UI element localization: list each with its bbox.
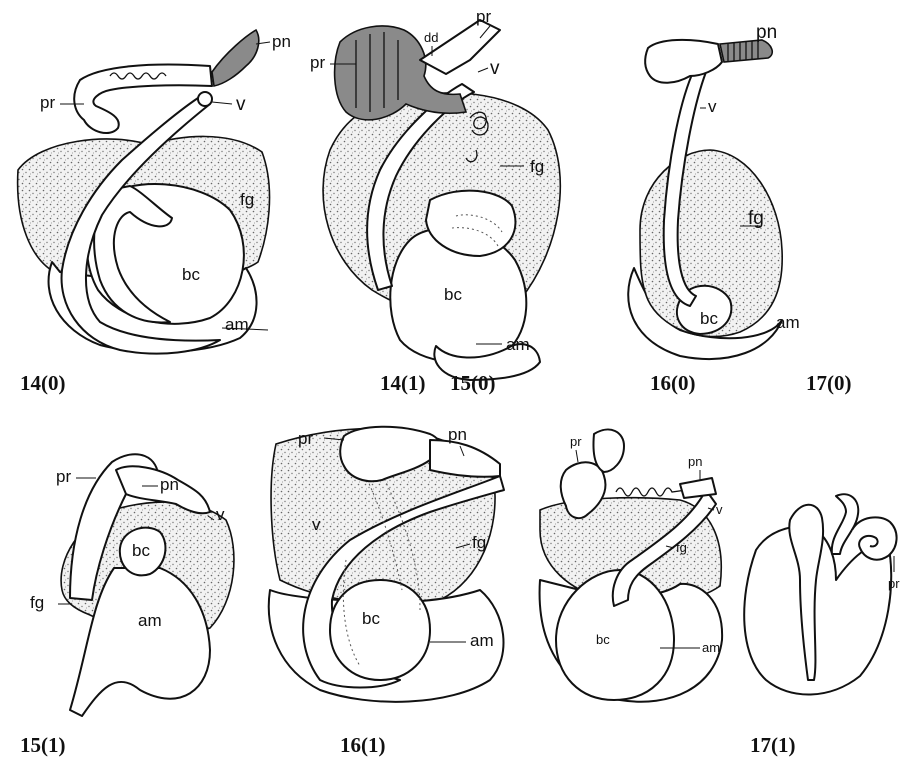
label-v: v [216,505,225,524]
caption-17-1: 17(1) [750,733,796,757]
penis [430,440,500,477]
prostate [645,40,722,83]
penis [680,478,716,498]
prostate-coil-2 [593,430,624,472]
caption-15-1: 15(1) [20,733,66,757]
figure-17-1-left: pr pn v fg bc am [540,430,723,702]
label-pn: pn [756,22,777,43]
tube [832,494,858,554]
leader-pr [576,450,578,462]
caption-16-1: 16(1) [340,733,386,757]
label-fg: fg [30,593,44,612]
label-pr: pr [310,53,325,72]
label-bc: bc [182,265,200,284]
caption-14-0: 14(0) [20,371,66,395]
figure-16-0: pn v fg bc am 16(0) 17(0) [628,22,851,395]
figure-14-0: pn pr v fg bc am 14(0) [18,30,291,395]
label-bc: bc [132,541,150,560]
label-am: am [138,611,162,630]
label-am: am [702,640,720,655]
caption-17-0: 17(0) [806,371,852,395]
label-am: am [506,335,530,354]
label-pn: pn [272,32,291,51]
label-pr: pr [570,434,582,449]
label-am: am [776,313,800,332]
leader-v [478,68,488,72]
label-pn: pn [160,475,179,494]
label-pn: pn [688,454,702,469]
label-pr: pr [298,429,313,448]
label-pr: pr [56,467,71,486]
label-v: v [236,94,246,115]
label-pr: pr [888,576,900,591]
figure-14-1-15-0: pr dd pr v fg bc am 14(1) 15(0) [310,7,560,395]
label-bc: bc [444,285,462,304]
label-fg: fg [240,190,254,209]
label-pr-top: pr [476,7,491,26]
bursa-copulatrix [330,580,430,680]
vas-opening [198,92,212,106]
label-bc: bc [700,309,718,328]
label-dd: dd [424,30,438,45]
label-fg: fg [472,533,486,552]
label-pn: pn [448,425,467,444]
label-v: v [490,58,500,79]
figure-15-1: pr pn v bc fg am 15(1) [20,454,234,757]
label-bc: bc [362,609,380,628]
label-am: am [470,631,494,650]
figure-17-1-right: pr 17(1) [744,494,900,757]
label-v: v [716,502,723,517]
label-v: v [312,515,321,534]
label-fg: fg [748,208,764,229]
caption-16-0: 16(0) [650,371,696,395]
label-am: am [225,315,249,334]
caption-15-0: 15(0) [450,371,496,395]
label-bc: bc [596,632,610,647]
label-fg: fg [676,540,687,555]
penis [212,30,259,86]
caption-14-1: 14(1) [380,371,426,395]
label-pr: pr [40,93,55,112]
figure-16-1: pr pn v fg bc am 16(1) [269,425,504,757]
label-fg: fg [530,157,544,176]
leader-v [212,102,232,104]
label-v: v [708,97,717,116]
